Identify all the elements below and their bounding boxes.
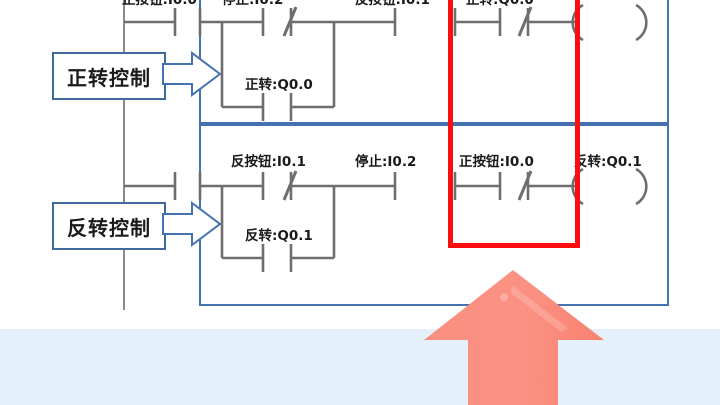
power-rail	[123, 0, 125, 310]
reverse-rung-box	[199, 124, 669, 306]
interlock-highlight-box	[448, 0, 580, 248]
block-arrow-right-icon	[162, 201, 222, 247]
label-forward-control: 正转控制	[52, 52, 166, 100]
label-reverse-control-text: 反转控制	[67, 215, 151, 240]
tag-forward-button-r1: 正按钮:I0.0	[122, 0, 197, 8]
tag-reverse-coil-r2: 反转:Q0.1	[574, 154, 642, 170]
forward-rung-box	[199, 0, 669, 124]
label-reverse-control: 反转控制	[52, 202, 166, 250]
bottom-band	[0, 329, 720, 405]
tag-forward-button-r2: 正按钮:I0.0	[459, 154, 534, 170]
tag-stop-r2: 停止:I0.2	[355, 154, 417, 170]
tag-stop-r1: 停止:I0.2	[222, 0, 284, 8]
tag-forward-hold-branch: 正转:Q0.0	[245, 77, 313, 93]
attention-arrow-up-icon	[424, 270, 604, 405]
tag-reverse-hold-branch: 反转:Q0.1	[245, 228, 313, 244]
block-arrow-right-icon	[162, 51, 222, 97]
tag-forward-coil-r1: 正转:Q0.0	[466, 0, 534, 8]
tag-reverse-button-r2: 反按钮:I0.1	[231, 154, 306, 170]
tag-reverse-button-r1: 反按钮:I0.1	[355, 0, 430, 8]
label-forward-control-text: 正转控制	[67, 65, 151, 90]
